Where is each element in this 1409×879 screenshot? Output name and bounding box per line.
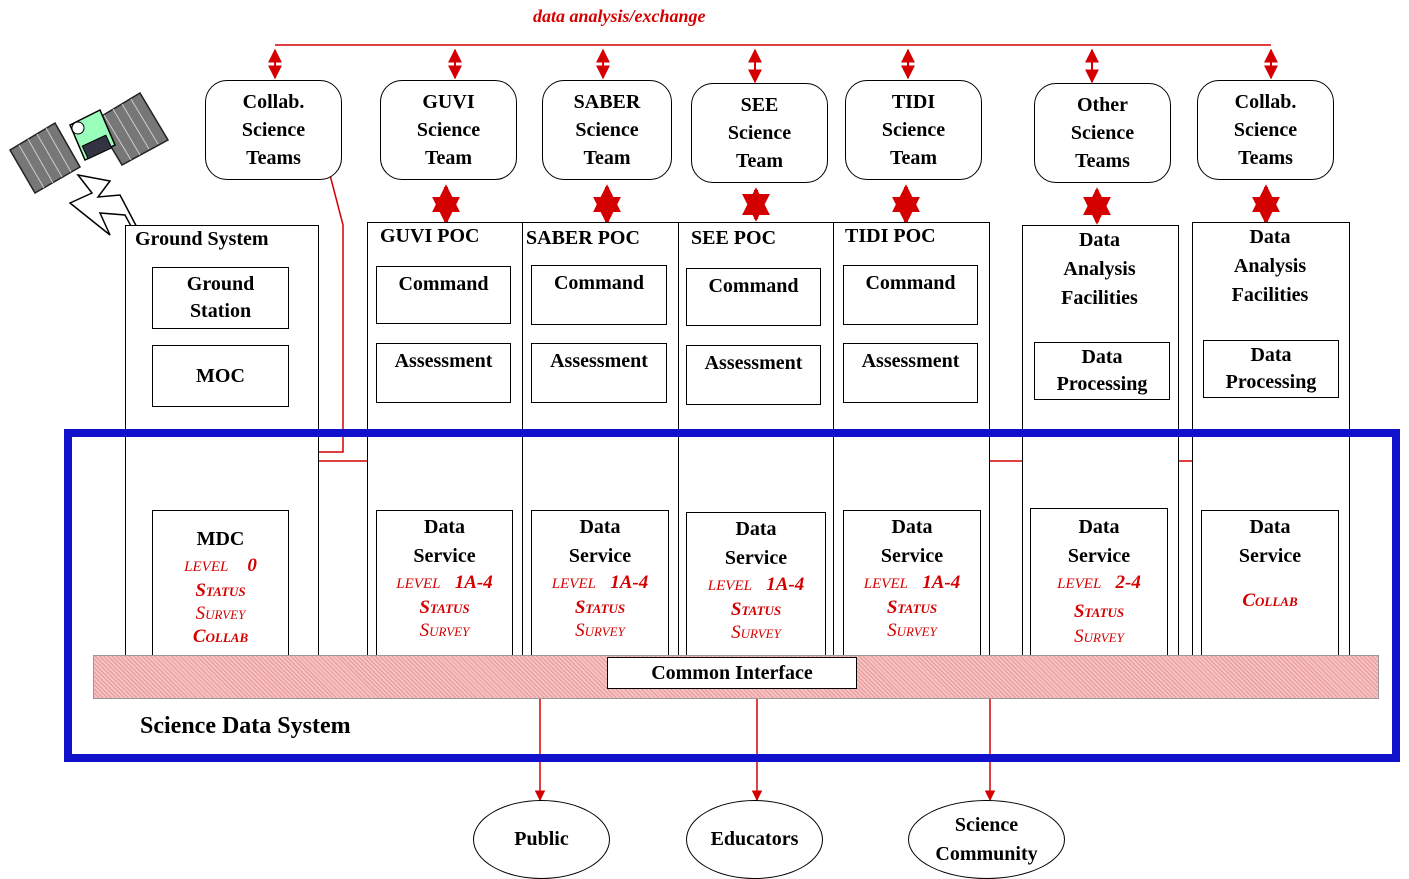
mdc-box: MDC LEVEL 0 Status Survey Collab	[152, 510, 289, 656]
see-command-box: Command	[686, 268, 821, 326]
saber-poc-title: SABER POC	[526, 227, 640, 249]
see-assessment-box: Assessment	[686, 345, 821, 405]
see-status: Status	[730, 599, 782, 620]
data-analysis-exchange-label: data analysis/exchange	[533, 6, 706, 26]
facilities-2-collab: Collab	[1242, 590, 1298, 611]
mdc-collab: Collab	[192, 626, 249, 647]
saber-survey: Survey	[575, 620, 625, 641]
common-interface-label: Common Interface	[607, 657, 857, 689]
facilities-1-status: Status	[1073, 601, 1125, 622]
tidi-level: LEVEL 1A-4	[863, 572, 961, 593]
guvi-survey: Survey	[419, 620, 470, 641]
saber-command-box: Command	[531, 265, 667, 325]
facilities-1-survey: Survey	[1074, 626, 1124, 647]
science-data-system-label: Science Data System	[140, 713, 351, 739]
tidi-command-box: Command	[843, 265, 978, 325]
moc-box: MOC	[152, 345, 289, 407]
tidi-status: Status	[886, 597, 938, 618]
saber-level: LEVEL 1A-4	[551, 572, 649, 593]
see-survey: Survey	[731, 622, 781, 643]
audience-public: Public	[473, 800, 610, 879]
mdc-level: LEVEL 0	[184, 555, 257, 576]
tidi-survey: Survey	[887, 620, 937, 641]
mdc-title: MDC	[196, 528, 245, 550]
see-level: LEVEL 1A-4	[707, 574, 805, 595]
guvi-status: Status	[419, 597, 470, 618]
audience-educators: Educators	[686, 800, 823, 879]
guvi-assessment-box: Assessment	[376, 343, 511, 403]
see-poc-title: SEE POC	[691, 227, 777, 249]
tidi-poc-title: TIDI POC	[845, 225, 936, 247]
satellite-icon	[8, 91, 170, 275]
science-data-system-frame	[64, 429, 1400, 762]
guvi-poc-title: GUVI POC	[380, 225, 480, 247]
guvi-level: LEVEL 1A-4	[396, 572, 493, 593]
tidi-assessment-box: Assessment	[843, 343, 978, 403]
mdc-status: Status	[195, 580, 246, 601]
saber-status: Status	[574, 597, 626, 618]
mdc-survey: Survey	[195, 603, 246, 624]
guvi-command-box: Command	[376, 266, 511, 324]
ground-system-title: Ground System	[135, 228, 269, 250]
facilities-1-level: LEVEL 2-4	[1057, 572, 1141, 593]
saber-assessment-box: Assessment	[531, 343, 667, 403]
